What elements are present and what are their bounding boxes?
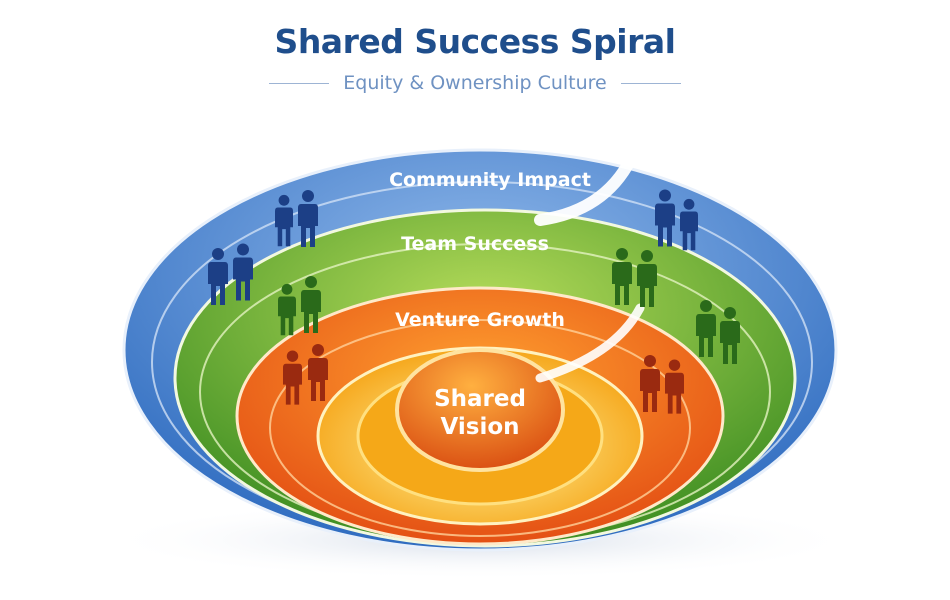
page-subtitle: Equity & Ownership Culture bbox=[343, 72, 607, 94]
label-team-success: Team Success bbox=[401, 233, 549, 255]
label-community-impact: Community Impact bbox=[389, 169, 591, 191]
label-venture-growth: Venture Growth bbox=[395, 309, 565, 331]
center-label-line2: Vision bbox=[440, 414, 519, 440]
page-title: Shared Success Spiral bbox=[274, 22, 676, 61]
divider bbox=[269, 82, 330, 84]
center-sphere bbox=[395, 348, 565, 472]
arrow-head-icon bbox=[622, 136, 646, 165]
divider bbox=[620, 82, 681, 84]
growth-arrow bbox=[534, 144, 641, 226]
inner-arrow bbox=[535, 303, 645, 383]
center-label-line1: Shared bbox=[434, 386, 526, 412]
subtitle-row: Equity & Ownership Culture bbox=[0, 72, 950, 94]
